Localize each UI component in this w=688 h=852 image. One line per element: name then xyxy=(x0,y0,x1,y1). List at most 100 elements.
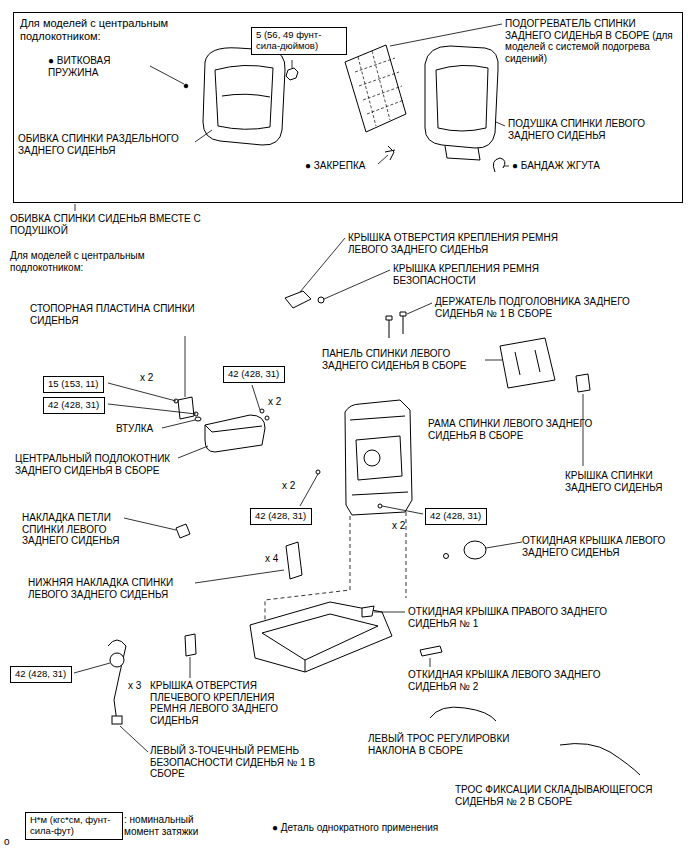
figure-mark: o xyxy=(4,836,16,848)
headrest-holder xyxy=(386,312,406,338)
back-cover xyxy=(576,374,590,392)
harness-band xyxy=(493,158,505,172)
torque-box: 42 (428, 31) xyxy=(250,508,312,525)
lower-back-cover xyxy=(286,542,302,579)
variant-frame: Для моделей с центральным подлокотником:… xyxy=(13,12,683,203)
nut xyxy=(286,68,298,80)
shoulder-belt-cover xyxy=(185,634,196,656)
recliner-cover-r1 xyxy=(362,606,374,617)
armrest xyxy=(205,425,262,432)
headrest-holder xyxy=(386,312,406,338)
node-text: 42 (428, 31) xyxy=(228,369,280,380)
seat-belt xyxy=(108,640,126,724)
coil-spring xyxy=(184,84,188,88)
node-text: 42 (428, 31) xyxy=(48,400,100,411)
node-text: Н*м (кгс*см, фунт-сила-фут) xyxy=(30,815,118,837)
part-label: ОТКИДНАЯ КРЫШКА ЛЕВОГО ЗАДНЕГО СИДЕНЬЯ xyxy=(522,535,682,558)
recliner-cover-r1 xyxy=(362,606,374,617)
seat-back-cover xyxy=(215,65,273,129)
variant-heading: Для моделей с центральным подлокотником: xyxy=(10,250,210,273)
leader-line xyxy=(504,166,509,167)
leader-line xyxy=(382,506,423,514)
quantity-label: x 2 xyxy=(282,480,310,492)
seat-base xyxy=(250,602,392,672)
recliner-cover xyxy=(444,554,449,559)
recliner-cover xyxy=(444,541,487,559)
leader-line xyxy=(120,726,148,752)
part-label: КРЫШКА ОТВЕРСТИЯ КРЕПЛЕНИЯ РЕМНЯ ЛЕВОГО … xyxy=(348,232,593,255)
part-label: ● ВИТКОВАЯ ПРУЖИНА xyxy=(48,55,148,78)
back-frame xyxy=(356,436,402,480)
leader-line xyxy=(324,270,390,299)
clip xyxy=(385,146,395,160)
leader-line xyxy=(486,542,522,548)
leader-line xyxy=(150,66,184,84)
seat-belt xyxy=(112,716,122,724)
lower-back-cover xyxy=(286,542,302,579)
leader-line xyxy=(108,404,196,414)
hinge-cover xyxy=(176,524,190,538)
torque-box: 42 (428, 31) xyxy=(425,508,487,525)
quantity-label: x 2 xyxy=(268,396,296,408)
seat-back-cover xyxy=(203,48,285,145)
part-label: ЛЕВЫЙ ТРОС РЕГУЛИРОВКИ НАКЛОНА В СБОРЕ xyxy=(368,733,553,756)
recliner-cover xyxy=(464,541,486,559)
recliner-cover-l2 xyxy=(420,646,442,656)
seat-heater xyxy=(345,45,406,132)
part-label: ТРОС ФИКСАЦИИ СКЛАДЫВАЮЩЕГОСЯ СИДЕНЬЯ № … xyxy=(455,784,680,807)
stopper-plate xyxy=(178,397,194,419)
part-label: РАМА СПИНКИ ЛЕВОГО ЗАДНЕГО СИДЕНЬЯ В СБО… xyxy=(428,418,608,441)
part-label: ● БАНДАЖ ЖГУТА xyxy=(512,160,632,172)
leader-line xyxy=(178,446,208,458)
lock-cable xyxy=(560,744,640,775)
legend-torque-box: Н*м (кгс*см, фунт-сила-фут) xyxy=(25,812,123,840)
back-frame xyxy=(364,450,380,466)
back-panel xyxy=(500,338,555,388)
leader-line xyxy=(292,60,293,68)
leader-line xyxy=(485,360,502,361)
belt-anchor-cover xyxy=(285,291,311,308)
coil-spring xyxy=(184,84,188,88)
clip xyxy=(385,146,395,160)
quantity-label: x 2 xyxy=(392,520,420,532)
seat-back-pad xyxy=(425,46,498,160)
node-text: 15 (153, 11) xyxy=(48,379,99,390)
leader-line xyxy=(195,570,284,583)
seat-belt xyxy=(108,640,126,722)
seat-back-pad xyxy=(436,65,488,131)
leader-line xyxy=(390,24,502,46)
armrest xyxy=(205,415,265,452)
torque-box: 15 (153, 11) xyxy=(43,376,104,393)
quantity-label: x 4 xyxy=(265,553,293,565)
part-label: НИЖНЯЯ НАКЛАДКА СПИНКИ ЛЕВОГО ЗАДНЕГО СИ… xyxy=(28,577,203,600)
leader-line xyxy=(162,420,195,428)
leader-line xyxy=(74,663,110,673)
seat-back-pad xyxy=(445,146,480,160)
back-frame xyxy=(345,400,412,515)
back-frame xyxy=(350,416,408,495)
seat-back-pad xyxy=(425,46,498,148)
torque-box: 5 (56, 49 фунт-сила-дюймов) xyxy=(251,27,347,55)
legend-note: : номинальный момент затяжки xyxy=(124,814,224,837)
part-label: ПОДУШКА СПИНКИ ЛЕВОГО ЗАДНЕГО СИДЕНЬЯ xyxy=(508,118,668,141)
node-text: 42 (428, 31) xyxy=(15,669,67,680)
recliner-cable xyxy=(430,707,496,721)
part-label: ДЕРЖАТЕЛЬ ПОДГОЛОВНИКА ЗАДНЕГО СИДЕНЬЯ №… xyxy=(435,296,680,319)
leader-line xyxy=(407,303,432,314)
node-text: 42 (428, 31) xyxy=(255,511,307,522)
leader-line xyxy=(124,518,176,530)
seat-belt xyxy=(110,653,124,667)
back-panel xyxy=(500,338,555,388)
recliner-cable xyxy=(430,707,496,721)
part-label: ПОДОГРЕВАТЕЛЬ СПИНКИ ЗАДНЕГО СИДЕНЬЯ В С… xyxy=(505,18,675,64)
note: ● Деталь однократного применения xyxy=(272,822,492,834)
part-label: КРЫШКА СПИНКИ ЗАДНЕГО СИДЕНЬЯ xyxy=(565,470,680,493)
part-label: ОБИВКА СПИНКИ СИДЕНЬЯ ВМЕСТЕ С ПОДУШКОЙ xyxy=(10,213,215,236)
leader-line xyxy=(300,474,318,506)
hinge-cover xyxy=(176,524,190,538)
seat-base xyxy=(262,614,378,660)
part-label: КРЫШКА КРЕПЛЕНИЯ РЕМНЯ БЕЗОПАСНОСТИ xyxy=(393,263,573,286)
seat-base xyxy=(305,660,306,672)
part-label: ЦЕНТРАЛЬНЫЙ ПОДЛОКОТНИК ЗАДНЕГО СИДЕНЬЯ … xyxy=(15,453,210,476)
